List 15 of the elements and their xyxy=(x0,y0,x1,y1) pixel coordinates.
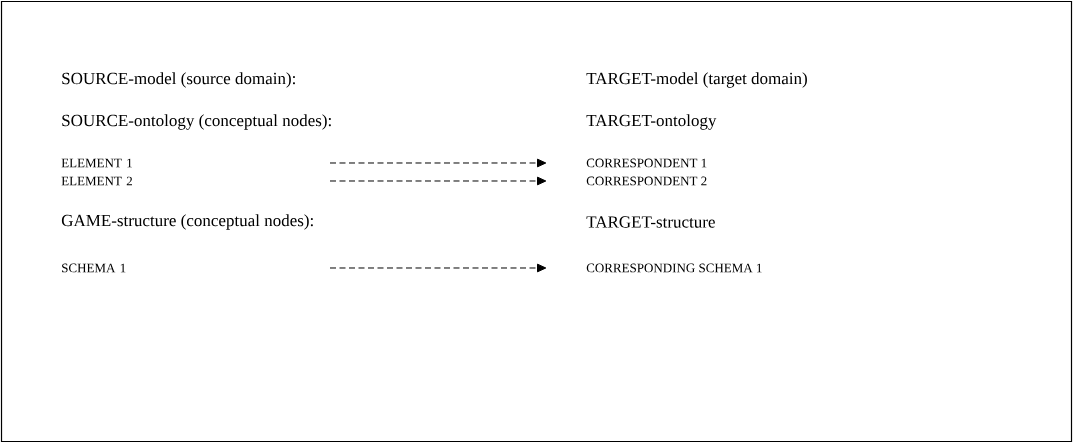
dashed-arrow xyxy=(329,263,547,273)
heading: TARGET-structure xyxy=(586,216,715,228)
item-text: CORRESPONDENT 1 xyxy=(586,158,707,168)
heading: GAME-structure (conceptual nodes): xyxy=(61,214,313,230)
item-text: CORRESPONDING SCHEMA 1 xyxy=(586,263,762,273)
heading: TARGET-model (target domain) xyxy=(586,72,807,88)
heading: TARGET-ontology xyxy=(586,114,717,130)
item-text: SCHEMA 1 xyxy=(62,263,126,273)
item-text: ELEMENT 1 xyxy=(61,158,132,168)
heading: SOURCE-model (source domain): xyxy=(62,72,295,88)
item-text: CORRESPONDENT 2 xyxy=(586,176,707,186)
dashed-arrow xyxy=(329,158,547,168)
item-text: ELEMENT 2 xyxy=(61,176,132,186)
heading: SOURCE-ontology (conceptual nodes): xyxy=(62,114,331,130)
dashed-arrow xyxy=(329,176,547,186)
